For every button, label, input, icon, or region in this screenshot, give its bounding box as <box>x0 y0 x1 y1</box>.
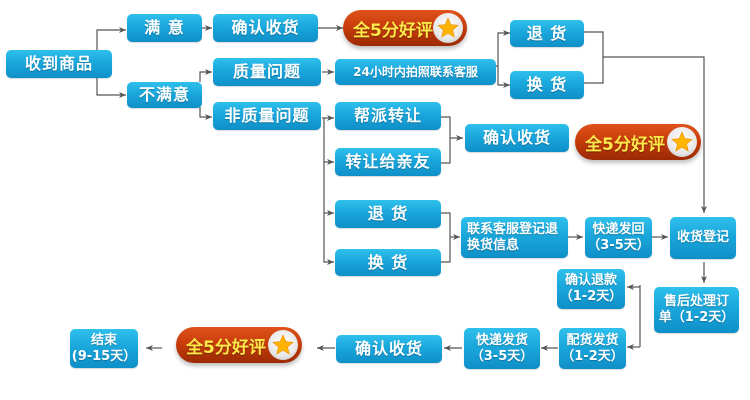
connector-return-merge <box>584 31 604 84</box>
connector-nonquality-branch <box>322 117 334 265</box>
node-register-info: 联系客服登记退 换货信息 <box>461 217 568 258</box>
rating-badge-3: 全5分好评 <box>176 327 302 363</box>
node-confirm-refund: 确认退款 （1-2天） <box>557 269 625 309</box>
node-return-1: 退 货 <box>510 20 584 47</box>
node-receipt-register: 收货登记 <box>670 217 736 259</box>
connector-merge-receipt <box>603 56 707 213</box>
rating-badge-2: 全5分好评 <box>575 124 701 160</box>
node-satisfied: 满 意 <box>127 14 202 42</box>
node-confirm-receipt-3: 确认收货 <box>336 335 442 363</box>
node-express-return: 快递发回 （3-5天） <box>585 217 652 258</box>
connector-receive-unsatisfied <box>96 78 126 98</box>
node-return-2: 退 货 <box>335 200 441 228</box>
connector-return2-merge <box>441 212 451 263</box>
node-exchange-2: 换 货 <box>335 249 441 276</box>
connector-receive-satisfied <box>96 27 126 53</box>
node-end: 结束 (9-15天） <box>70 329 138 368</box>
node-aftersale-process: 售后处理订 单（1-2天） <box>654 287 739 333</box>
star-icon <box>667 127 697 157</box>
node-transfer-friend: 转让给亲友 <box>335 148 441 176</box>
node-confirm-receipt-1: 确认收货 <box>213 14 318 42</box>
connector-service-return <box>496 30 510 67</box>
star-icon <box>268 330 298 360</box>
rating-badge-1: 全5分好评 <box>343 10 467 46</box>
rating-text: 全5分好评 <box>585 134 665 155</box>
connector-transfer-merge <box>441 116 451 164</box>
node-prepare-ship: 配货发货 （1-2天） <box>559 328 626 369</box>
node-confirm-receipt-2: 确认收货 <box>465 124 569 152</box>
connector-unsatisfied-nonquality <box>199 107 212 120</box>
node-receive-goods: 收到商品 <box>6 50 112 78</box>
node-unsatisfied: 不满意 <box>127 82 202 108</box>
rating-text: 全5分好评 <box>186 337 266 358</box>
star-icon <box>433 13 463 43</box>
node-express-ship: 快递发货 （3-5天） <box>464 328 540 369</box>
connector-unsatisfied-quality <box>199 69 212 82</box>
node-contact-service-24h: 24小时内拍照联系客服 <box>335 59 496 85</box>
rating-text: 全5分好评 <box>353 20 433 41</box>
connector-service-exchange <box>497 66 510 88</box>
node-exchange-1: 换 货 <box>510 71 584 99</box>
node-non-quality-issue: 非质量问题 <box>213 102 321 130</box>
node-quality-issue: 质量问题 <box>213 58 321 86</box>
node-help-transfer: 帮派转让 <box>335 102 441 130</box>
